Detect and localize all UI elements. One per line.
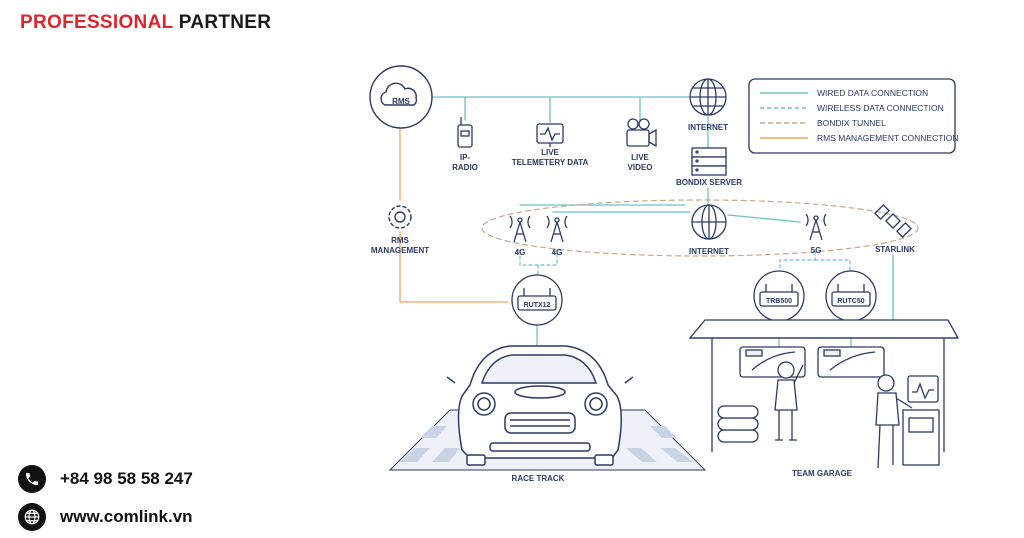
garage-screen-right (817, 346, 885, 378)
rutc50-label: RUTC50 (837, 298, 864, 305)
legend-wireless: WIRELESS DATA CONNECTION (817, 103, 944, 113)
legend-wired: WIRED DATA CONNECTION (817, 88, 928, 98)
brand-title: PROFESSIONAL PARTNER (20, 12, 271, 34)
bondix-server-label: BONDIX SERVER (676, 178, 742, 187)
contact-phone: +84 98 58 58 247 (18, 465, 193, 493)
legend: WIRED DATA CONNECTION WIRELESS DATA CONN… (748, 78, 959, 154)
bondix-tunnel-ellipse (481, 199, 919, 257)
telemetry-label-2: TELEMETERY DATA (512, 158, 589, 167)
telemetry-monitor-icon (536, 123, 564, 147)
gear-icon (388, 205, 412, 229)
fiveg-label: 5G (811, 246, 822, 255)
internet-globe-icon (691, 204, 727, 240)
engineer-figure (875, 374, 913, 469)
video-camera-icon (626, 118, 657, 148)
tire-stack (717, 405, 759, 443)
internet-mid-label: INTERNET (689, 247, 729, 256)
brand-title-dark: PARTNER (178, 12, 272, 33)
internet-top-label: INTERNET (688, 123, 728, 132)
team-garage-label: TEAM GARAGE (792, 469, 853, 478)
telemetry-console (902, 375, 940, 466)
trb500-label: TRB500 (766, 298, 792, 305)
fourg-a-label: 4G (515, 248, 526, 257)
mechanic-figure (774, 361, 804, 441)
garage-screen-left (739, 346, 806, 378)
cell-tower-icon (509, 215, 531, 243)
legend-rms: RMS MANAGEMENT CONNECTION (817, 133, 959, 143)
phone-icon (18, 465, 46, 493)
brand-title-red: PROFESSIONAL (20, 12, 174, 33)
rms-label: RMS (392, 97, 410, 106)
video-label-2: VIDEO (628, 163, 653, 172)
legend-bondix: BONDIX TUNNEL (817, 118, 886, 128)
rms-mgmt-label-1: RMS (391, 236, 409, 245)
router-rutc50 (825, 270, 877, 322)
satellite-icon (874, 204, 912, 238)
race-track-label: RACE TRACK (512, 474, 565, 483)
rutx12-label: RUTX12 (524, 302, 551, 309)
website-url[interactable]: www.comlink.vn (60, 507, 193, 526)
server-icon (691, 147, 727, 176)
telemetry-label-1: LIVE (541, 148, 559, 157)
router-trb500 (753, 270, 805, 322)
video-label-1: LIVE (631, 153, 649, 162)
garage-canopy (688, 319, 960, 452)
globe-icon (18, 503, 46, 531)
rms-mgmt-label-2: MANAGEMENT (371, 246, 429, 255)
contact-website: www.comlink.vn (18, 503, 193, 531)
cell-tower-icon (805, 213, 827, 241)
radio-icon (457, 117, 473, 148)
internet-globe-icon (689, 78, 727, 116)
fourg-b-label: 4G (552, 248, 563, 257)
ipradio-label-1: IP- (460, 153, 471, 162)
rms-cloud-icon (369, 65, 433, 129)
car-illustration (446, 345, 634, 466)
phone-number[interactable]: +84 98 58 58 247 (60, 469, 193, 488)
starlink-label: STARLINK (875, 245, 915, 254)
ipradio-label-2: RADIO (452, 163, 478, 172)
router-rutx12 (511, 274, 563, 326)
cell-tower-icon (546, 215, 568, 243)
